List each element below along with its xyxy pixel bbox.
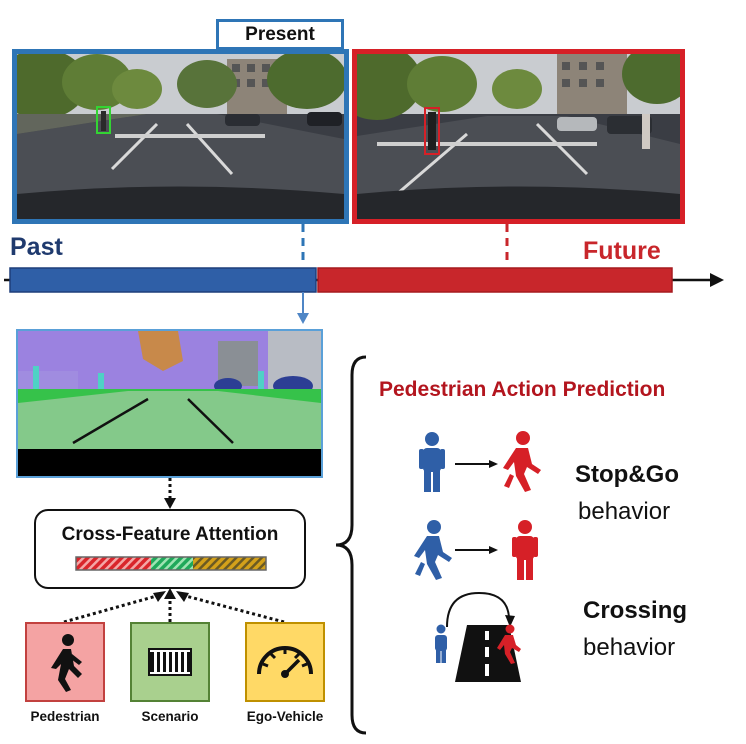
time-axis-arrowhead bbox=[710, 273, 724, 287]
grouping-brace bbox=[335, 355, 367, 735]
pedestrian-crossing-icon bbox=[497, 624, 521, 664]
standing-pedestrian-icon bbox=[419, 432, 445, 492]
stop-to-go-icons bbox=[419, 431, 541, 492]
crossing-title: Crossing bbox=[583, 597, 688, 624]
pedestrian-before-crossing-icon bbox=[435, 624, 447, 663]
timeline bbox=[4, 224, 724, 324]
ego-vehicle-caption: Ego-Vehicle bbox=[246, 709, 324, 724]
seg-to-attention-arrow bbox=[164, 478, 176, 509]
ego-vehicle-input-box bbox=[245, 622, 325, 702]
scenario-feature-segment bbox=[151, 557, 193, 570]
input-arrows bbox=[63, 588, 285, 624]
pedestrian-bbox bbox=[96, 106, 111, 134]
stop-go-title: Stop&Go bbox=[575, 461, 679, 488]
past-bar bbox=[9, 267, 317, 293]
future-label: Future bbox=[583, 237, 661, 265]
present-label: Present bbox=[245, 24, 315, 45]
standing-pedestrian-red-icon bbox=[512, 520, 538, 580]
cross-feature-attention-box: Cross-Feature Attention bbox=[34, 509, 306, 589]
go-to-stop-icons bbox=[414, 520, 538, 580]
prediction-title: Pedestrian Action Prediction bbox=[379, 378, 666, 401]
past-label: Past bbox=[10, 233, 63, 261]
attention-feature-bar bbox=[75, 556, 267, 571]
crossing-subtitle: behavior bbox=[583, 634, 676, 661]
pedestrian-feature-segment bbox=[76, 557, 151, 570]
dashcam-image-present bbox=[17, 54, 344, 219]
present-label-box: Present bbox=[216, 19, 344, 50]
pedestrian-caption: Pedestrian bbox=[30, 709, 100, 724]
present-frame bbox=[12, 49, 349, 224]
speedometer-icon bbox=[257, 646, 313, 678]
segmentation-frame bbox=[16, 329, 323, 478]
crosswalk-icon bbox=[148, 648, 192, 676]
pedestrian-bbox-future bbox=[424, 107, 440, 155]
walking-pedestrian-icon bbox=[51, 634, 82, 692]
future-bar bbox=[317, 267, 673, 293]
scenario-caption: Scenario bbox=[141, 709, 199, 724]
crossing-icon bbox=[435, 591, 521, 682]
scenario-input-box bbox=[130, 622, 210, 702]
ego-feature-segment bbox=[193, 557, 266, 570]
pedestrian-input-box bbox=[25, 622, 105, 702]
walking-pedestrian-red-icon bbox=[503, 431, 541, 492]
dashcam-image-future bbox=[357, 54, 680, 219]
segmentation-map bbox=[18, 331, 321, 476]
stop-go-subtitle: behavior bbox=[578, 498, 671, 525]
future-frame bbox=[352, 49, 685, 224]
walking-pedestrian-blue-icon bbox=[414, 520, 452, 580]
cross-feature-attention-title: Cross-Feature Attention bbox=[61, 524, 279, 545]
